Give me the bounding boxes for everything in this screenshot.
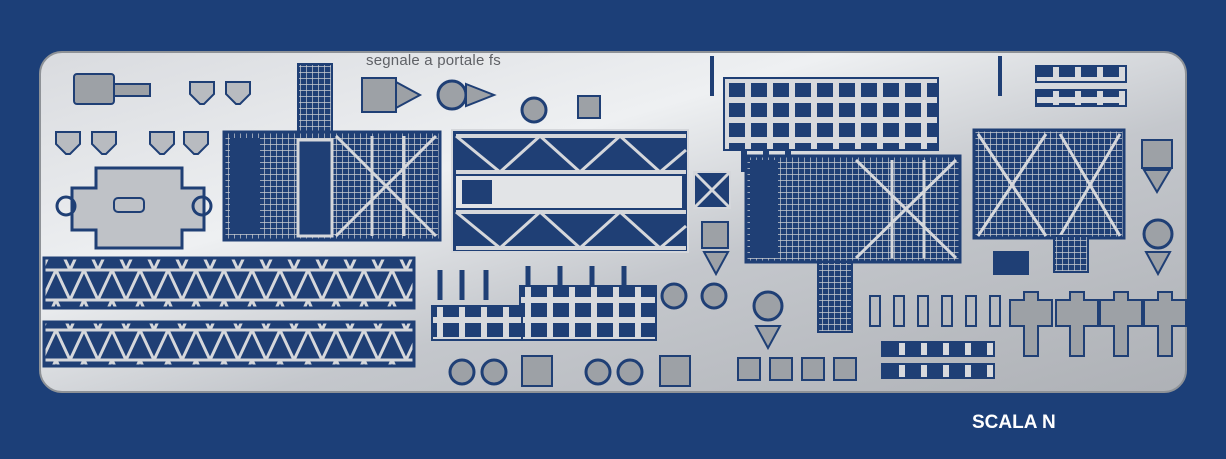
etched-label: segnale a portale fs: [366, 52, 501, 69]
gantry-panel-3: [972, 128, 1126, 273]
ladder-grid-top: [710, 56, 1002, 172]
lattice-panel-center: [451, 129, 732, 253]
truss-beams: [42, 256, 416, 368]
signal-heads: [361, 77, 1174, 351]
rails-bottom: [881, 341, 995, 379]
small-parts-left: [55, 73, 251, 155]
rails-top-right: [1035, 65, 1127, 107]
gantry-panel-2: [744, 154, 962, 333]
gantry-panel-1: [222, 130, 442, 242]
cross-supports: [1009, 291, 1187, 357]
square-lamps: [521, 355, 857, 387]
base-plate: [70, 166, 206, 250]
round-lamps: [448, 282, 728, 386]
scale-caption: SCALA N: [972, 412, 1056, 433]
brackets-row: [869, 251, 1029, 327]
ladder-grid-bottom: [431, 266, 657, 341]
